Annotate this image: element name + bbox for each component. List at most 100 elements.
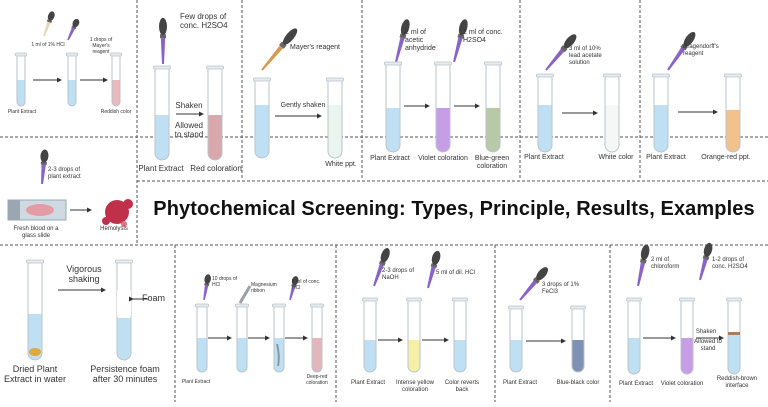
p4-tube-2-liquid: [436, 108, 450, 152]
p4-right-label: Blue-green coloration: [474, 155, 510, 171]
p12-mid-label: Violet coloration: [660, 381, 704, 387]
test-tube-rim: [724, 73, 742, 78]
p7-right-label: Hemolysis: [100, 226, 128, 232]
dropper-collar: [532, 277, 540, 284]
dropper-glass: [203, 284, 209, 301]
p12-reagent-label: 2 ml of chloroform: [651, 257, 680, 270]
p6-tube-1: [653, 76, 669, 153]
p9-tube-3: [273, 306, 285, 373]
p10-arrow-1-head: [398, 337, 403, 343]
dropper-bulb: [400, 19, 410, 36]
p2-step-label: Shaken: [175, 101, 203, 110]
dropper-bulb: [640, 244, 650, 261]
p10-arrow-2-head: [444, 337, 449, 343]
title-band: [138, 181, 768, 244]
p11-tube-1-liquid: [510, 340, 522, 372]
p9-tube-4: [311, 306, 323, 373]
dropper-icon: [667, 31, 696, 71]
p5-tube-2-liquid: [605, 105, 619, 152]
p5-right-label: White color: [598, 154, 634, 161]
dropper-glass: [545, 48, 565, 71]
glass-slide-edge: [8, 200, 20, 220]
p2-left-label: Plant Extract: [138, 164, 184, 173]
test-tube-rim: [15, 52, 27, 57]
p6-reagent-label: Dragendorff's reagent: [683, 44, 719, 57]
p10-reagent2-label: 5 ml of dil. HCl: [436, 270, 476, 276]
p3-right-label: White ppt.: [325, 161, 357, 168]
p6-right-label: Orange-red ppt.: [701, 154, 751, 161]
p11-arrow-head: [561, 338, 566, 344]
p12-tube-1: [627, 300, 641, 375]
p12-tube-2-liquid: [681, 338, 693, 374]
p2-tube-2: [207, 68, 223, 161]
p12-left-label: Plant Extract: [618, 381, 653, 387]
p4-tube-3: [485, 64, 501, 153]
test-tube-rim: [726, 297, 742, 302]
p3-tube-1-liquid: [255, 105, 269, 158]
test-tube-rim: [110, 52, 122, 57]
p5-tube-2: [604, 76, 620, 153]
p9-tube-1: [196, 306, 208, 373]
p8-right-label: Persistence foam after 30 minutes: [90, 364, 160, 385]
p9-tube-1-liquid: [197, 338, 207, 372]
p6-tube-1-liquid: [654, 105, 668, 152]
p5-reagent-label: 3 ml of 10% lead acetate solution: [569, 46, 602, 66]
p9-right-label: Deep-red coloration: [306, 374, 328, 386]
test-tube-rim: [452, 297, 468, 302]
p11-left-label: Plant Extract: [502, 380, 537, 386]
test-tube-rim: [153, 65, 171, 70]
p12-reagent2-label: 1-2 drops of conc. H2SO4: [712, 257, 748, 270]
p12-tube-2: [680, 300, 694, 375]
dropper-glass: [519, 280, 538, 301]
p12-tube-3-liquid: [728, 332, 740, 374]
test-tube-rim: [310, 303, 324, 308]
dropper-collar: [291, 284, 297, 288]
dropper-glass: [261, 44, 284, 71]
p2-step2-label: Allowed to stand: [174, 121, 204, 140]
p10-right-label: Color reverts back: [444, 380, 480, 393]
dropper-bulb: [380, 247, 390, 263]
test-tube-rim: [66, 52, 78, 57]
p4-tube-1-liquid: [386, 108, 400, 152]
dropper-collar: [160, 34, 166, 39]
test-tube-rim: [603, 73, 621, 78]
dropper-bulb: [458, 19, 468, 36]
p4-reagent2-label: 2 ml of conc. H2SO4: [463, 29, 503, 45]
dropper-collar: [40, 161, 47, 165]
p10-tube-2-liquid: [408, 340, 420, 372]
p8-tube-2: [116, 262, 132, 361]
p4-mid-label: Violet coloration: [418, 155, 468, 162]
dropper-icon: [519, 267, 549, 301]
p4-tube-3-liquid: [486, 108, 500, 152]
dried-extract: [29, 348, 41, 356]
hemolysis-splat: [102, 217, 110, 225]
dropper-bulb: [47, 11, 55, 21]
p3-tube-1: [254, 80, 270, 159]
p10-tube-2: [407, 300, 421, 373]
dropper-icon: [203, 274, 211, 301]
dropper-icon: [637, 244, 650, 287]
p12-step2-label: Allowed to stand: [694, 339, 722, 352]
p11-reagent-label: 3 drops of 1% FeCl3: [542, 282, 580, 295]
p8-tube-1: [27, 262, 43, 361]
test-tube-rim: [206, 65, 224, 70]
p12-tube-1-liquid: [628, 338, 640, 374]
hemolysis-splat: [121, 221, 127, 227]
p1-reagent-label: 1 ml of 1% HCl: [31, 42, 65, 48]
dropper-glass: [43, 21, 51, 37]
dropper-collar: [71, 25, 77, 30]
dropper-collar: [46, 19, 53, 24]
p8-step-label: Vigorous shaking: [66, 264, 102, 285]
dropper-icon: [289, 276, 299, 301]
dropper-glass: [395, 36, 405, 63]
test-tube-rim: [652, 73, 670, 78]
p11-tube-2: [571, 308, 585, 373]
p2-reagent-label: Few drops of conc. H2SO4: [180, 12, 228, 31]
dropper-bulb: [431, 250, 441, 265]
p12-step-label: Shaken: [695, 329, 717, 335]
p2-arrow-head: [199, 111, 204, 117]
dropper-icon: [545, 34, 577, 71]
test-tube-rim: [362, 297, 378, 302]
p5-tube-1: [537, 76, 553, 153]
